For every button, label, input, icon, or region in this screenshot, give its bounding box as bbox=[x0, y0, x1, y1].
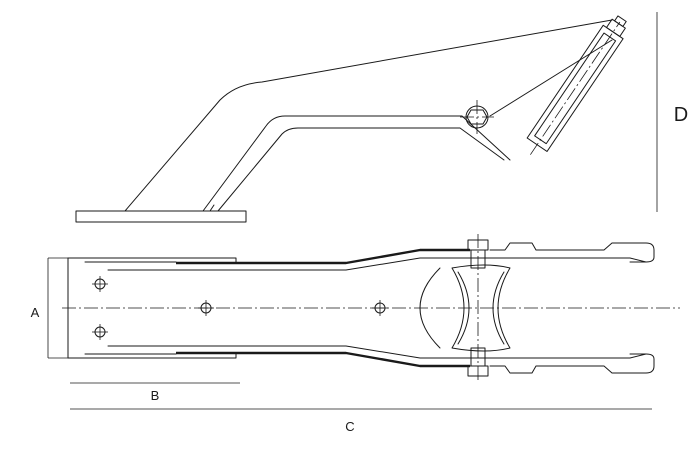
bent-arm-inner-edge bbox=[217, 127, 505, 212]
mounting-hole-icon bbox=[92, 324, 108, 340]
bottom-rail-thick bbox=[176, 351, 470, 368]
roller-inner-right bbox=[492, 271, 505, 345]
roller-inner-left bbox=[457, 271, 470, 345]
bottom-rail-inner bbox=[107, 345, 647, 359]
base-plate bbox=[75, 210, 247, 223]
dimension-label-a: A bbox=[31, 305, 40, 320]
left-box-bottom bbox=[67, 257, 237, 359]
outer-arm-profile bbox=[124, 19, 613, 212]
top-rail-thick bbox=[176, 248, 470, 265]
roller-arc bbox=[419, 267, 441, 349]
dimension-label-b: B bbox=[151, 388, 160, 403]
bent-arm-outer-edge bbox=[202, 115, 511, 212]
upper-arm-edge bbox=[489, 39, 613, 117]
top-view bbox=[47, 234, 680, 410]
top-rail-inner bbox=[107, 257, 647, 271]
fork-top-arm bbox=[489, 242, 655, 263]
arm-foot-edge bbox=[209, 204, 215, 212]
dimension-label-d: D bbox=[674, 104, 688, 126]
mounting-hole-icon bbox=[372, 300, 388, 316]
fork-bottom-arm bbox=[489, 353, 655, 374]
roller-housing bbox=[526, 15, 627, 155]
dimension-label-c: C bbox=[345, 419, 354, 434]
roller-icon bbox=[451, 264, 511, 352]
pivot-bolt-icon bbox=[460, 100, 494, 134]
mounting-hole-icon bbox=[92, 276, 108, 292]
side-view bbox=[75, 12, 658, 223]
left-box-top bbox=[67, 257, 237, 263]
mounting-hole-icon bbox=[198, 300, 214, 316]
